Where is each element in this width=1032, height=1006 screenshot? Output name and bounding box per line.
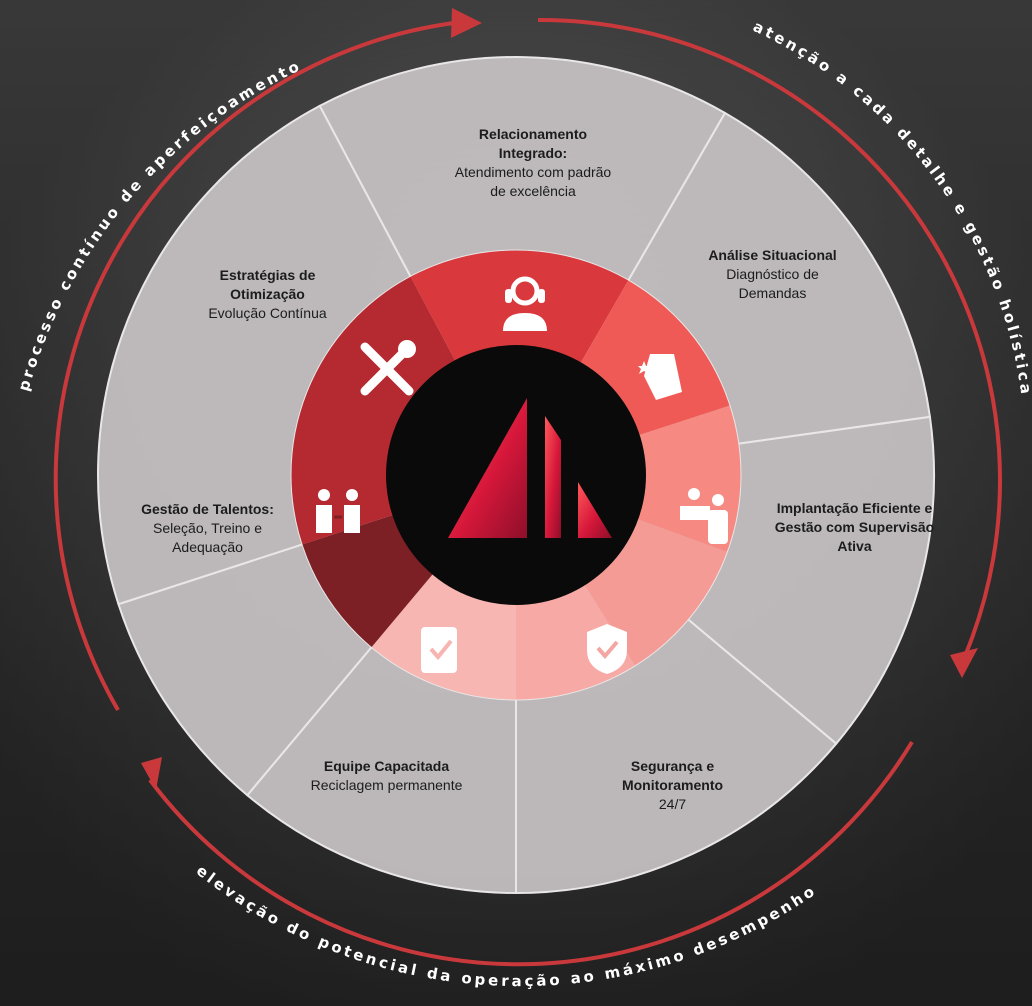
segment-desc: Seleção, Treino e Adequação: [153, 520, 262, 555]
inner-segment-relacionamento: [410, 250, 629, 365]
arrow-top-left: [53, 20, 463, 712]
segment-text-relacionamento: Relacionamento Integrado: Atendimento co…: [448, 125, 618, 201]
segment-title: Estratégias de Otimização: [219, 267, 316, 302]
cycle-arrows: [53, 8, 1002, 967]
segment-icons: [316, 276, 728, 674]
segment-title: Implantação Eficiente e Gestão com Super…: [774, 500, 935, 554]
arrow-bottom: [148, 740, 914, 967]
segment-desc: Diagnóstico de Demandas: [726, 266, 819, 301]
center-circle: [386, 345, 646, 605]
segment-text-implantacao: Implantação Eficiente e Gestão com Super…: [772, 499, 937, 556]
shield-check-icon: [587, 624, 627, 674]
inner-segment-implantacao-b: [583, 518, 728, 666]
headset-icon: [503, 276, 547, 331]
segment-desc: Evolução Contínua: [208, 305, 327, 321]
segment-title: Gestão de Talentos:: [141, 501, 274, 517]
inner-segment-talentos: [302, 514, 434, 648]
segment-text-talentos: Gestão de Talentos: Seleção, Treino e Ad…: [135, 500, 280, 557]
segment-title: Segurança e Monitoramento: [621, 758, 724, 793]
segment-desc: 24/7: [658, 796, 687, 812]
arrowhead-top: [451, 8, 482, 38]
tools-icon: [360, 340, 416, 396]
segment-title: Equipe Capacitada: [323, 758, 450, 774]
arrow-right: [537, 17, 1002, 657]
reception-desk-icon: [680, 488, 728, 544]
arrowhead-bottom: [141, 757, 162, 790]
checklist-book-icon: [421, 627, 457, 673]
segment-title: Análise Situacional: [708, 247, 837, 263]
triangle-logo-icon: [448, 398, 612, 538]
segment-title: Relacionamento Integrado:: [478, 126, 588, 161]
arrowhead-right: [950, 648, 978, 678]
segment-text-equipe: Equipe Capacitada Reciclagem permanente: [304, 757, 469, 795]
inner-segment-estrategias: [291, 276, 456, 545]
segment-text-seguranca: Segurança e Monitoramento 24/7: [590, 757, 755, 814]
segment-text-analise: Análise Situacional Diagnóstico de Deman…: [705, 246, 840, 303]
segment-desc: Reciclagem permanente: [310, 777, 463, 793]
inner-ring-border: [290, 249, 742, 701]
segment-text-estrategias: Estratégias de Otimização Evolução Contí…: [185, 266, 350, 323]
cleaning-hand-icon: [638, 354, 682, 400]
people-exchange-icon: [316, 489, 360, 533]
segment-desc: Atendimento com padrão de excelência: [454, 164, 612, 199]
